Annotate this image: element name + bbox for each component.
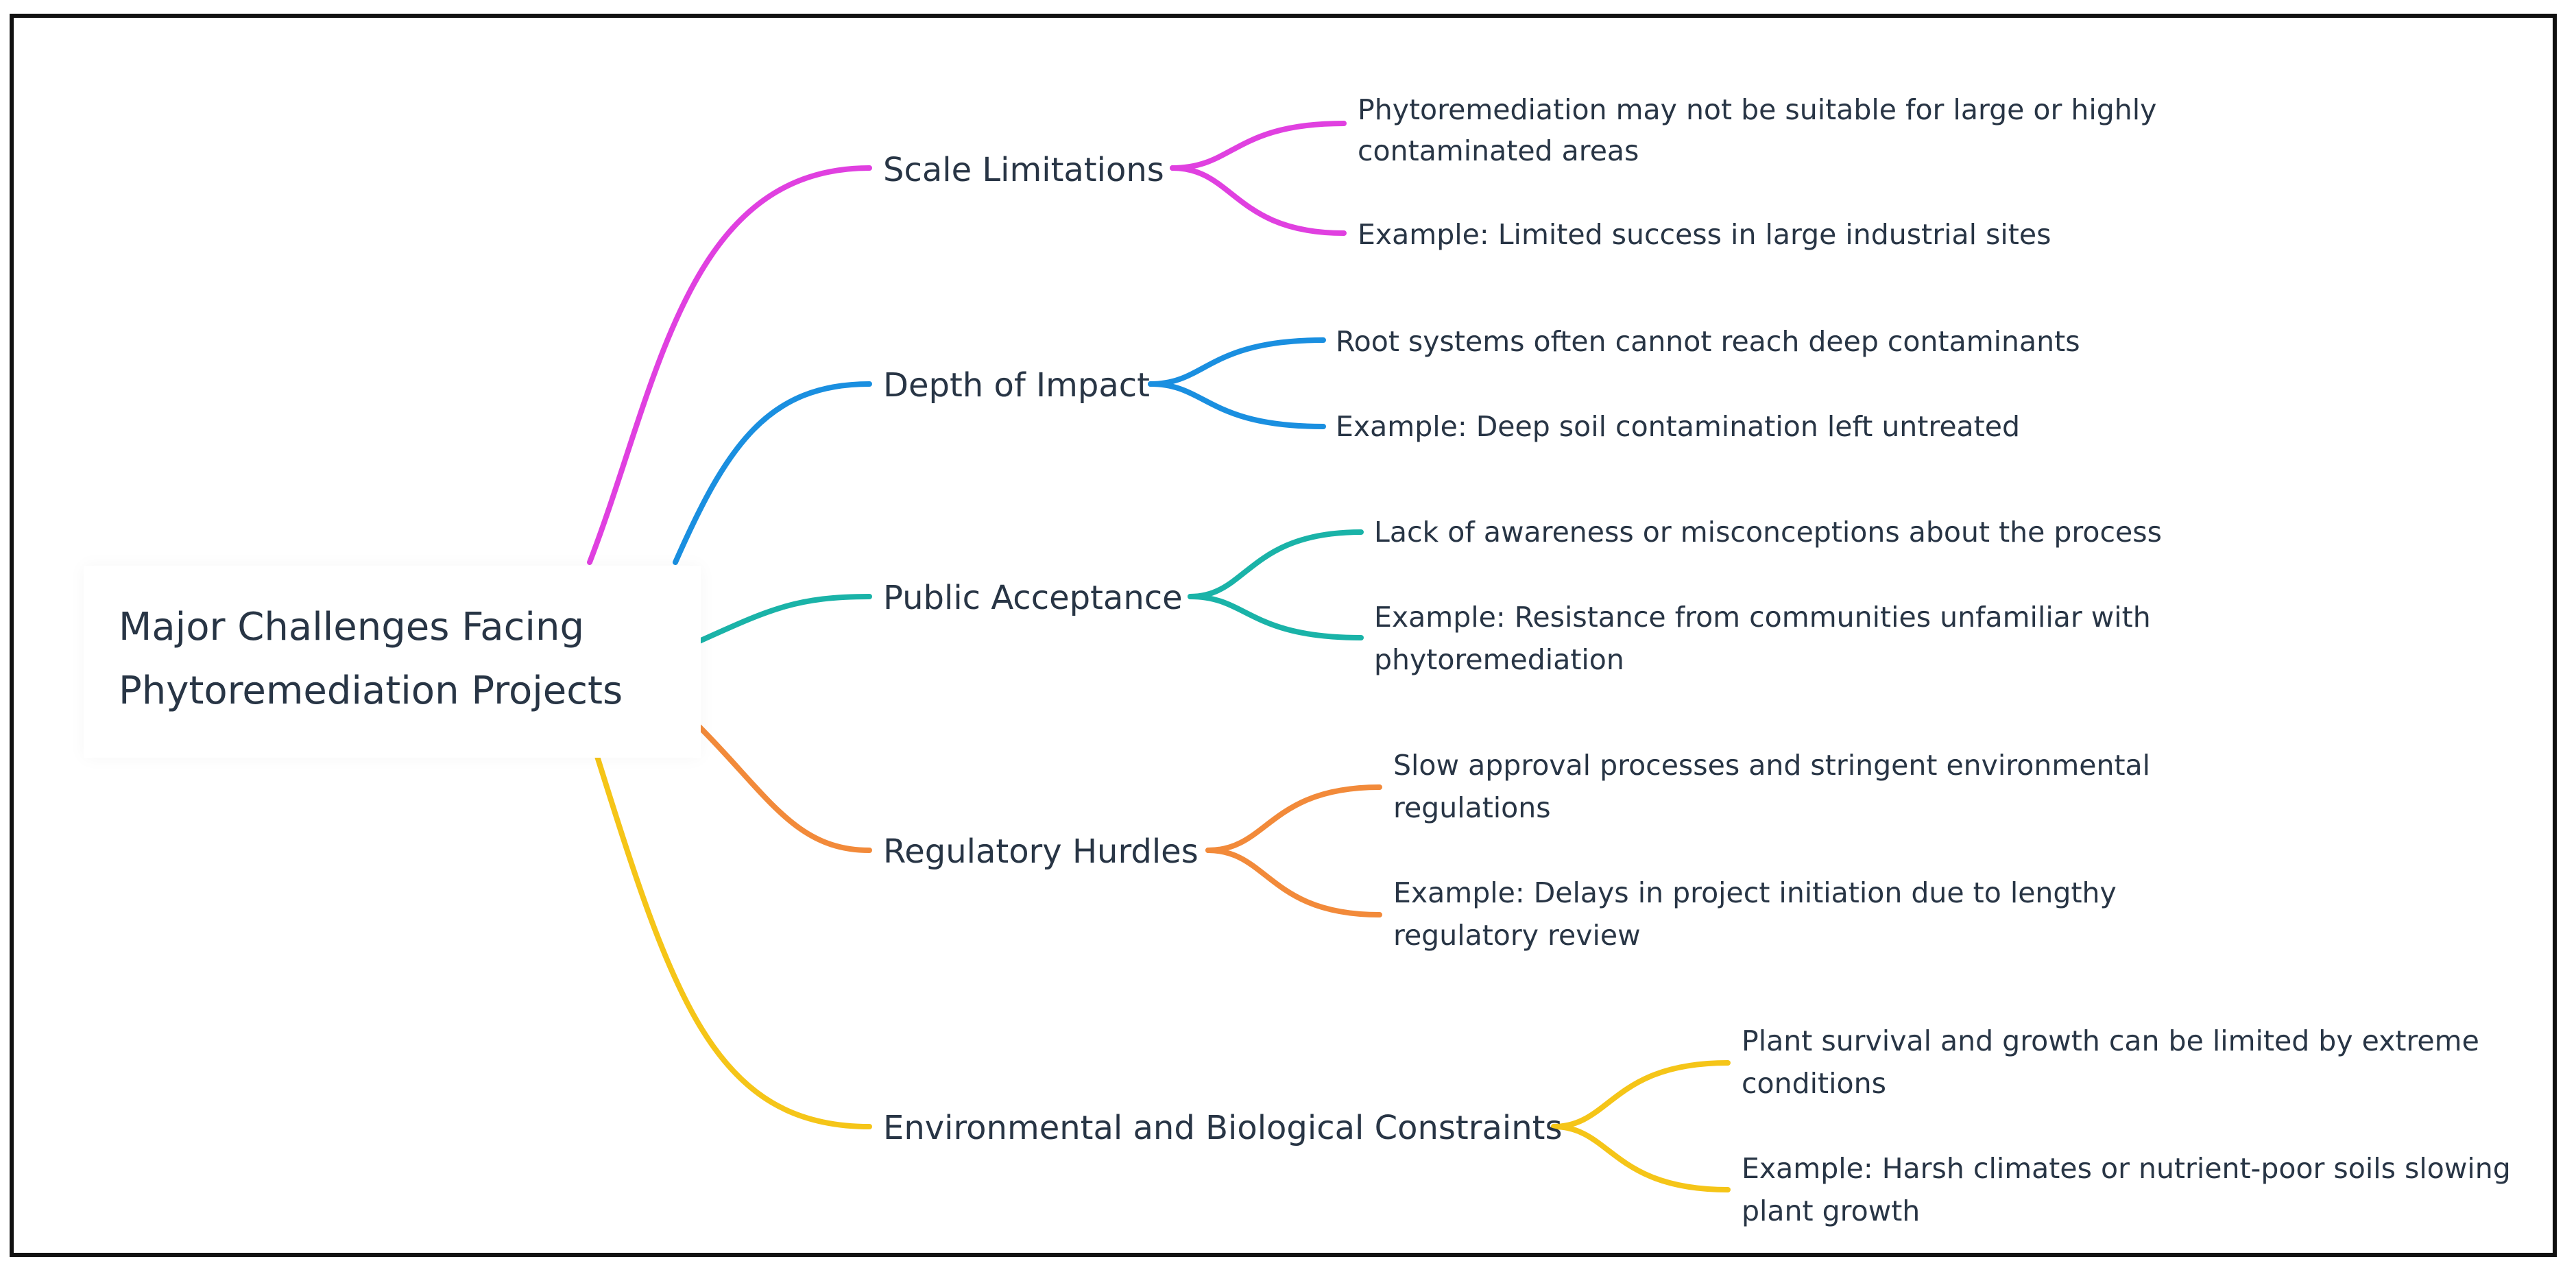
link-root-environmental: [594, 752, 872, 1129]
environmental-detail-1-line-2: conditions: [1742, 1067, 1886, 1100]
link-scale-detail-2: [1170, 165, 1347, 236]
link-scale-detail-1: [1170, 121, 1347, 171]
link-public-detail-1: [1188, 529, 1364, 599]
branch-depth-of-impact: Depth of Impact: [883, 366, 1150, 405]
link-root-scale: [587, 165, 872, 565]
scale-detail-1-line-2: contaminated areas: [1358, 134, 1639, 167]
depth-detail-1: Root systems often cannot reach deep con…: [1336, 325, 2080, 358]
link-depth-detail-2: [1148, 381, 1326, 429]
depth-detail-2: Example: Deep soil contamination left un…: [1336, 410, 2020, 443]
environmental-detail-2-line-1: Example: Harsh climates or nutrient-poor…: [1742, 1152, 2511, 1185]
link-root-regulatory: [697, 724, 872, 853]
public-detail-2-line-1: Example: Resistance from communities unf…: [1374, 601, 2151, 634]
regulatory-detail-1-line-1: Slow approval processes and stringent en…: [1393, 749, 2151, 782]
root-title-line-2: Phytoremediation Projects: [119, 669, 623, 713]
scale-detail-2: Example: Limited success in large indust…: [1358, 218, 2051, 251]
branch-environmental-constraints: Environmental and Biological Constraints: [883, 1109, 1563, 1147]
link-root-public: [697, 594, 872, 644]
link-depth-detail-1: [1148, 337, 1326, 387]
link-environmental-detail-1: [1551, 1060, 1731, 1129]
root-title-line-1: Major Challenges Facing: [119, 605, 584, 649]
regulatory-detail-2-line-1: Example: Delays in project initiation du…: [1393, 876, 2117, 909]
link-public-detail-2: [1188, 594, 1364, 640]
branch-public-acceptance: Public Acceptance: [883, 579, 1183, 617]
branch-scale-limitations: Scale Limitations: [883, 151, 1164, 189]
root-node: [84, 566, 701, 758]
environmental-detail-1-line-1: Plant survival and growth can be limited…: [1742, 1024, 2479, 1057]
public-detail-2-line-2: phytoremediation: [1374, 643, 1624, 676]
public-detail-1: Lack of awareness or misconceptions abou…: [1374, 516, 2162, 549]
environmental-detail-2-line-2: plant growth: [1742, 1195, 1921, 1227]
link-root-depth: [673, 381, 872, 565]
scale-detail-1-line-1: Phytoremediation may not be suitable for…: [1358, 93, 2157, 126]
link-environmental-detail-2: [1551, 1124, 1731, 1192]
regulatory-detail-2-line-2: regulatory review: [1393, 919, 1641, 952]
regulatory-detail-1-line-2: regulations: [1393, 791, 1551, 824]
branch-regulatory-hurdles: Regulatory Hurdles: [883, 832, 1199, 871]
link-regulatory-detail-1: [1205, 784, 1382, 853]
link-regulatory-detail-2: [1205, 848, 1382, 917]
